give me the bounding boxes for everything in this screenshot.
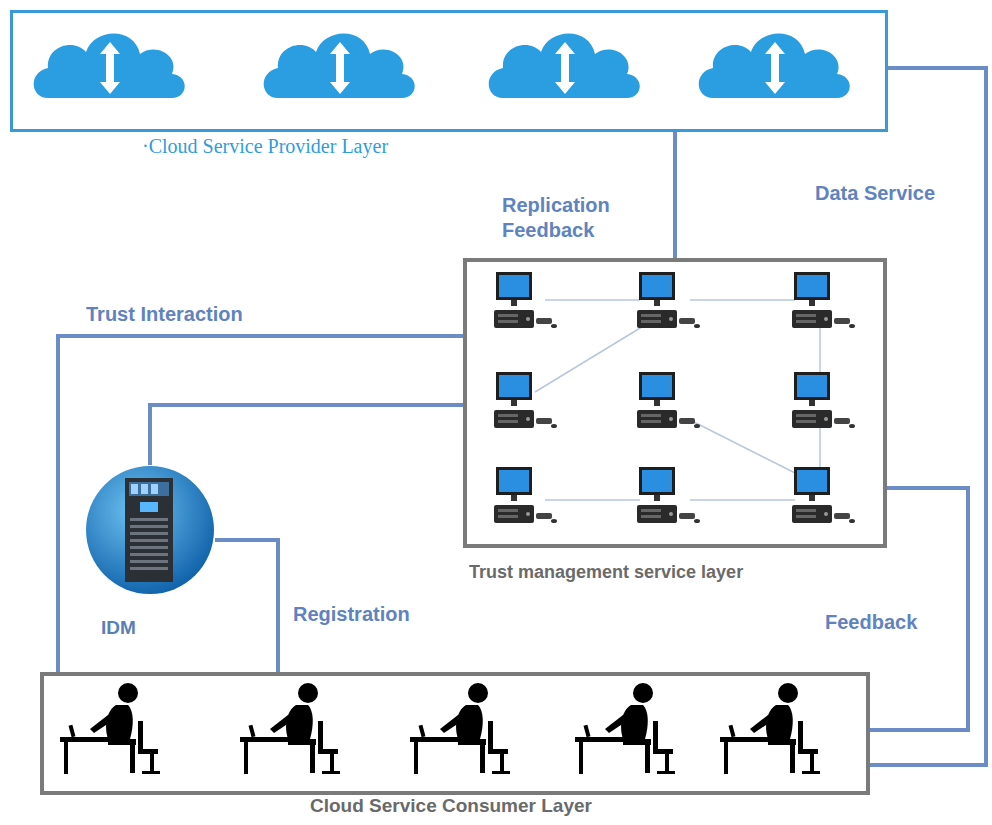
provider-layer-box: ·Cloud Service Provider Layer <box>10 10 888 132</box>
network-line <box>535 300 820 500</box>
computer-icon <box>637 272 700 328</box>
connector-label: Replication Feedback <box>502 193 662 243</box>
user-icon <box>410 683 510 774</box>
layer-label: Trust management service layer <box>469 562 743 583</box>
cloud-icon <box>489 34 640 99</box>
layer-label: ·Cloud Service Provider Layer <box>142 135 388 158</box>
consumer-layer-box: Cloud Service Consumer Layer <box>40 672 870 795</box>
connector-label: Data Service <box>815 181 985 206</box>
computer-icon <box>494 272 557 328</box>
computer-icon <box>637 372 700 428</box>
connector-line <box>215 540 278 672</box>
server-icon <box>125 478 173 582</box>
connector-label: Registration <box>293 602 463 627</box>
computer-icon <box>792 272 855 328</box>
cloud-icon <box>34 34 185 99</box>
cloud-icon <box>264 34 415 99</box>
computer-icon <box>494 467 557 523</box>
user-icon <box>60 683 160 774</box>
layer-label: IDM <box>101 617 136 639</box>
user-icon <box>720 683 820 774</box>
computer-icon <box>792 467 855 523</box>
connector-label: Trust Interaction <box>86 302 326 327</box>
connector-line <box>150 405 463 465</box>
cloud-icon <box>699 34 850 99</box>
layer-label: Cloud Service Consumer Layer <box>310 795 592 817</box>
computer-icon <box>792 372 855 428</box>
connector-line <box>673 132 677 258</box>
user-icon <box>240 683 340 774</box>
connector-line <box>58 336 463 672</box>
trust-layer-box: Trust management service layer <box>463 258 887 548</box>
user-icon <box>575 683 675 774</box>
connector-label: Feedback <box>825 610 955 635</box>
computer-icon <box>637 467 700 523</box>
connector-line <box>870 68 986 765</box>
computer-icon <box>494 372 557 428</box>
